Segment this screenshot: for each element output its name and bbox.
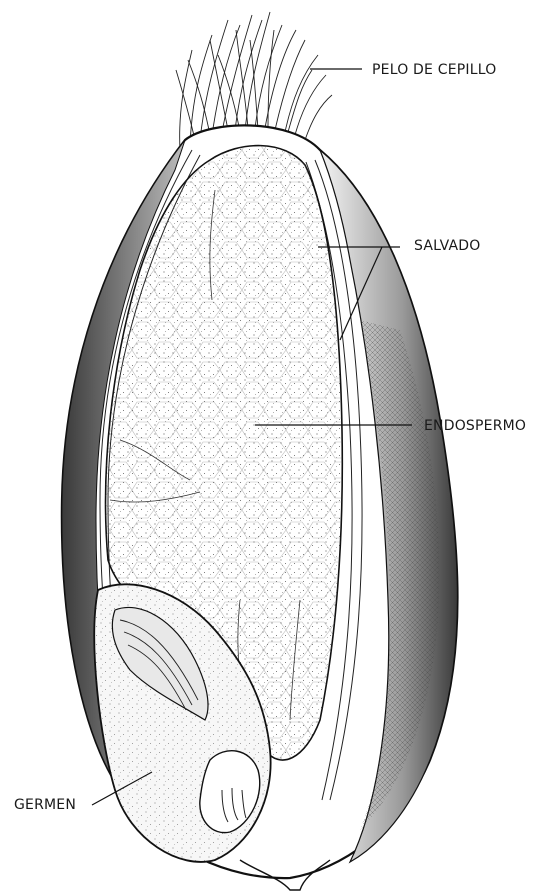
label-bran: SALVADO (414, 238, 480, 254)
label-brush-hair: PELO DE CEPILLO (372, 62, 496, 78)
label-germ: GERMEN (14, 797, 76, 813)
label-endosperm: ENDOSPERMO (424, 418, 526, 434)
